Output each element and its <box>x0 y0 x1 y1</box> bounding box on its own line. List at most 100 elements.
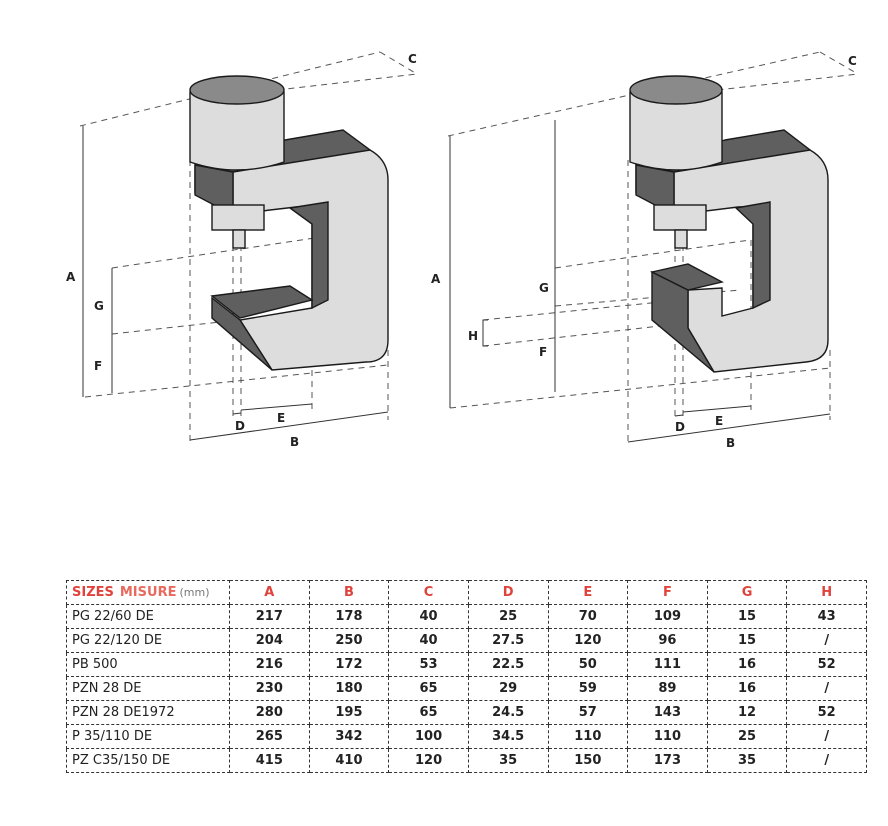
value-cell-e: 150 <box>547 748 629 773</box>
right-frame-front-face <box>673 149 829 373</box>
left-cylinder-body <box>189 91 285 171</box>
right-die-top-face <box>649 263 724 291</box>
value-cell-d: 22.5 <box>467 652 549 677</box>
value-cell-c: 53 <box>388 652 469 677</box>
left-label-d: D <box>235 419 245 433</box>
value-cell-h: 52 <box>786 700 867 725</box>
value-cell-f: 110 <box>627 724 708 749</box>
model-name-cell: PG 22/60 DE <box>66 604 230 629</box>
value-cell-h: / <box>786 676 867 701</box>
left-punch-holder <box>211 204 265 231</box>
right-cylinder-top <box>629 75 723 105</box>
right-h-top-line <box>482 299 681 321</box>
value-cell-a: 415 <box>229 748 310 773</box>
left-dim-b-line <box>189 411 389 441</box>
left-dim-d-line <box>232 412 242 415</box>
model-name-cell: PZ C35/150 DE <box>66 748 230 773</box>
value-cell-f: 89 <box>627 676 708 701</box>
right-frame-inner-face <box>734 201 771 310</box>
value-cell-a: 216 <box>229 652 310 677</box>
value-cell-c: 120 <box>388 748 469 773</box>
right-label-c: C <box>848 54 857 68</box>
value-cell-g: 16 <box>706 676 788 701</box>
left-tool-drawing: A G F C E D B <box>66 51 418 449</box>
column-header-b: B <box>308 580 390 605</box>
left-dim-e-line <box>240 403 313 411</box>
value-cell-e: 120 <box>547 628 629 653</box>
right-dim-e-line <box>682 405 752 413</box>
left-label-e: E <box>277 411 285 425</box>
column-header-g: G <box>706 580 788 605</box>
value-cell-f: 143 <box>627 700 708 725</box>
value-cell-c: 100 <box>388 724 469 749</box>
value-cell-c: 65 <box>388 676 469 701</box>
value-cell-b: 178 <box>308 604 390 629</box>
value-cell-e: 57 <box>547 700 629 725</box>
left-frame-front-face <box>232 149 389 371</box>
column-header-d: D <box>467 580 549 605</box>
model-name-cell: P 35/110 DE <box>66 724 230 749</box>
value-cell-f: 111 <box>627 652 708 677</box>
value-cell-h: 43 <box>786 604 867 629</box>
right-c-projection-line <box>819 51 859 75</box>
unit-label: (mm) <box>179 586 210 599</box>
model-name-cell: PB 500 <box>66 652 230 677</box>
right-label-d: D <box>675 420 685 434</box>
right-label-g: G <box>539 281 549 295</box>
value-cell-g: 15 <box>706 604 788 629</box>
left-jaw-side-face <box>211 296 273 371</box>
value-cell-e: 59 <box>547 676 629 701</box>
sizes-header-cell: SIZES MISURE(mm) <box>66 580 230 605</box>
value-cell-a: 204 <box>229 628 310 653</box>
value-cell-g: 25 <box>706 724 788 749</box>
value-cell-a: 280 <box>229 700 310 725</box>
right-punch-tip <box>674 229 688 249</box>
right-dim-h-bracket <box>482 319 488 347</box>
value-cell-a: 230 <box>229 676 310 701</box>
model-name-cell: PZN 28 DE1972 <box>66 700 230 725</box>
value-cell-h: / <box>786 724 867 749</box>
column-header-h: H <box>786 580 867 605</box>
value-cell-h: / <box>786 628 867 653</box>
right-label-f: F <box>539 345 547 359</box>
right-tool-drawing: A G H F C E D B <box>431 51 859 450</box>
left-label-g: G <box>94 299 104 313</box>
left-base-line <box>84 364 389 398</box>
value-cell-c: 40 <box>388 628 469 653</box>
left-label-c: C <box>408 52 417 66</box>
value-cell-g: 15 <box>706 628 788 653</box>
misure-label: MISURE <box>119 585 177 600</box>
value-cell-b: 172 <box>308 652 390 677</box>
value-cell-a: 217 <box>229 604 310 629</box>
right-base-line <box>449 367 831 409</box>
value-cell-f: 96 <box>627 628 708 653</box>
right-dim-d-line <box>674 414 684 417</box>
value-cell-c: 40 <box>388 604 469 629</box>
value-cell-g: 35 <box>706 748 788 773</box>
right-label-h: H <box>468 329 478 343</box>
value-cell-e: 50 <box>547 652 629 677</box>
value-cell-e: 110 <box>547 724 629 749</box>
value-cell-d: 27.5 <box>467 628 549 653</box>
value-cell-f: 109 <box>627 604 708 629</box>
right-dim-b-line <box>627 413 831 443</box>
sizes-label: SIZES <box>72 585 114 600</box>
value-cell-h: 52 <box>786 652 867 677</box>
left-jaw-top-face <box>210 285 314 319</box>
left-punch-tip <box>232 229 246 249</box>
value-cell-b: 180 <box>308 676 390 701</box>
value-cell-g: 16 <box>706 652 788 677</box>
value-cell-g: 12 <box>706 700 788 725</box>
left-cylinder-top <box>189 75 285 105</box>
left-c-projection-line <box>379 51 418 75</box>
column-header-e: E <box>547 580 629 605</box>
model-name-cell: PG 22/120 DE <box>66 628 230 653</box>
column-header-c: C <box>388 580 469 605</box>
